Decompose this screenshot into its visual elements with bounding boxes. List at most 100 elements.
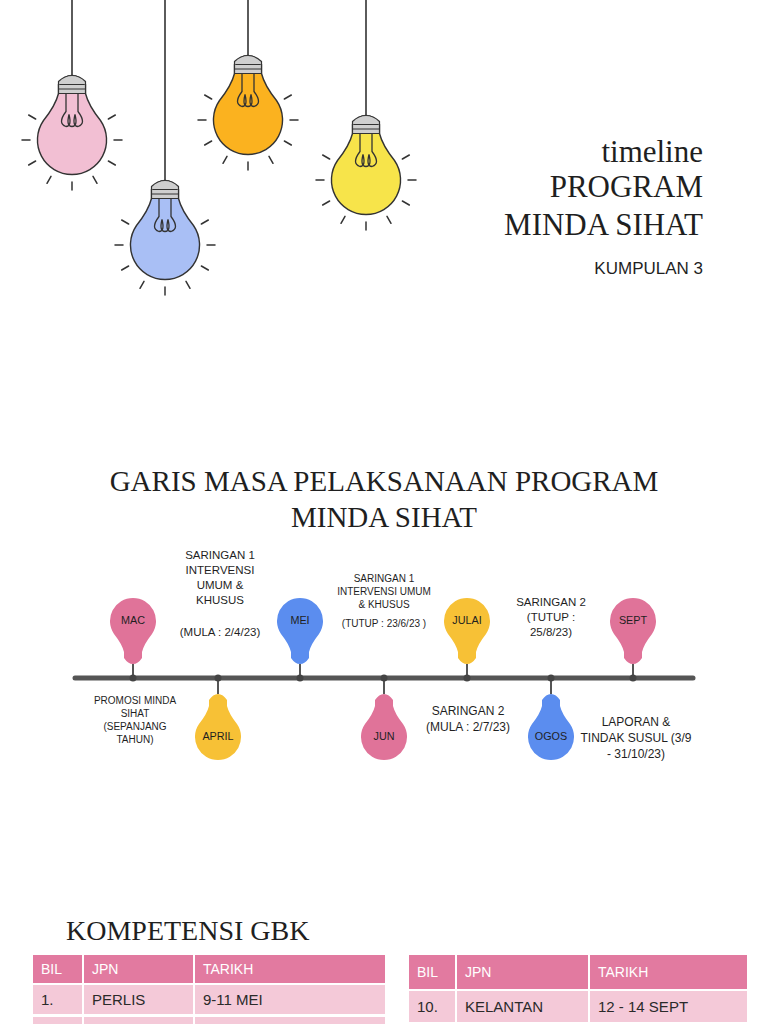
month-bulb: APRIL: [193, 692, 243, 762]
month-bulb: JUN: [359, 692, 409, 762]
table-cell: 9-11 MEI: [195, 985, 385, 1014]
table-cell: PERLIS: [84, 985, 193, 1014]
bulb-socket: [353, 116, 380, 134]
cell-text: PERLIS: [92, 991, 145, 1008]
socket-thread: [353, 125, 380, 130]
light-ray: [387, 216, 391, 223]
light-ray: [284, 141, 291, 145]
cord: [164, 0, 166, 181]
month-bulb: MAC: [108, 596, 158, 666]
title-prefix: timeline: [443, 134, 703, 170]
table-header-cell: TARIKH: [590, 955, 747, 989]
light-ray: [29, 161, 36, 165]
bulb-fill: [610, 598, 656, 664]
bulb-shape: [608, 596, 658, 666]
cell-text: 9-11 MEI: [203, 991, 263, 1008]
table-cell: 10.: [409, 991, 455, 1022]
table-row-cut: [33, 1017, 82, 1024]
filament: [62, 94, 83, 127]
month-bulb: OGOS: [526, 692, 576, 762]
table-header-cell: JPN: [84, 955, 193, 983]
light-ray: [71, 182, 73, 190]
milestone-date: (TUTUP : 23/6/23 ): [334, 617, 434, 630]
table-cell: 12 - 14 SEPT: [590, 991, 747, 1022]
timeline-line: [75, 676, 693, 681]
table-grounds: [33, 1017, 385, 1024]
bulb-fill: [444, 598, 490, 664]
milestone-note: LAPORAN & TINDAK SUSUL (3/9 - 31/10/23): [580, 714, 692, 762]
light-ray: [316, 179, 324, 181]
light-ray: [290, 119, 298, 121]
bulb-fill: [528, 694, 574, 760]
month-bulb: JULAI: [442, 596, 492, 666]
cell-text: 1.: [41, 991, 54, 1008]
bulb-fill: [277, 598, 323, 664]
month-bulb: MEI: [275, 596, 325, 666]
table-row-cut: [84, 1017, 193, 1024]
bulb-glass: [130, 181, 199, 280]
filament: [238, 74, 259, 107]
light-ray: [186, 281, 190, 288]
light-ray: [269, 156, 273, 163]
month-label: MEI: [275, 614, 325, 626]
light-ray: [201, 220, 208, 224]
light-ray: [22, 139, 30, 141]
milestone-note: SARINGAN 1 INTERVENSI UMUM & KHUSUS: [334, 572, 434, 611]
light-ray: [29, 115, 36, 119]
month-label: OGOS: [526, 730, 576, 742]
light-ray: [341, 216, 345, 223]
light-ray: [140, 281, 144, 288]
group-name: KUMPULAN 3: [463, 259, 703, 279]
light-ray: [108, 161, 115, 165]
bulb-shape: [442, 596, 492, 666]
milestone-note: SARINGAN 1 INTERVENSI UMUM & KHUSUS: [176, 548, 264, 608]
timeline-axis: [75, 664, 693, 694]
tick-dot: [215, 675, 222, 682]
milestone-note: SARINGAN 2 (TUTUP : 25/8/23): [508, 595, 594, 640]
light-ray: [402, 201, 409, 205]
hanging-bulbs: [22, 0, 416, 295]
tick-dot: [130, 675, 137, 682]
bulb-shape: [108, 596, 158, 666]
light-ray: [205, 141, 212, 145]
light-ray: [93, 176, 97, 183]
light-ray: [108, 115, 115, 119]
bulb-shape: [359, 692, 409, 762]
cord: [247, 0, 249, 56]
milestone-date: (MULA : 2/4/23): [168, 625, 272, 640]
light-ray: [164, 287, 166, 295]
bulb-shape: [275, 596, 325, 666]
cord: [71, 0, 73, 76]
bulb-glass: [331, 116, 400, 215]
light-ray: [122, 220, 129, 224]
socket-thread: [235, 65, 262, 70]
light-ray: [207, 244, 215, 246]
filament: [155, 199, 176, 232]
light-ray: [365, 222, 367, 230]
light-ray: [47, 176, 51, 183]
light-ray: [201, 266, 208, 270]
table-header-cell: TARIKH: [195, 955, 385, 983]
cell-text: 12 - 14 SEPT: [598, 998, 688, 1015]
cell-text: TARIKH: [598, 964, 648, 980]
hanging-bulb: [316, 0, 416, 230]
milestone-note: SARINGAN 2 (MULA : 2/7/23): [413, 703, 523, 735]
bulb-shape: [526, 692, 576, 762]
hanging-bulb: [198, 0, 298, 170]
bulb-socket: [235, 56, 262, 74]
cord: [365, 0, 367, 116]
light-ray: [323, 201, 330, 205]
month-bulb: SEPT: [608, 596, 658, 666]
month-label: MAC: [108, 614, 158, 626]
month-label: JUN: [359, 730, 409, 742]
bulb-socket: [59, 76, 86, 94]
light-ray: [247, 162, 249, 170]
light-ray: [223, 156, 227, 163]
bulb-glass: [213, 56, 282, 155]
table-row-cut: [195, 1017, 385, 1024]
hanging-bulb: [22, 0, 122, 190]
bulb-socket: [152, 181, 179, 199]
bulb-fill: [110, 598, 156, 664]
tick-dot: [548, 675, 555, 682]
cell-text: BIL: [417, 964, 438, 980]
